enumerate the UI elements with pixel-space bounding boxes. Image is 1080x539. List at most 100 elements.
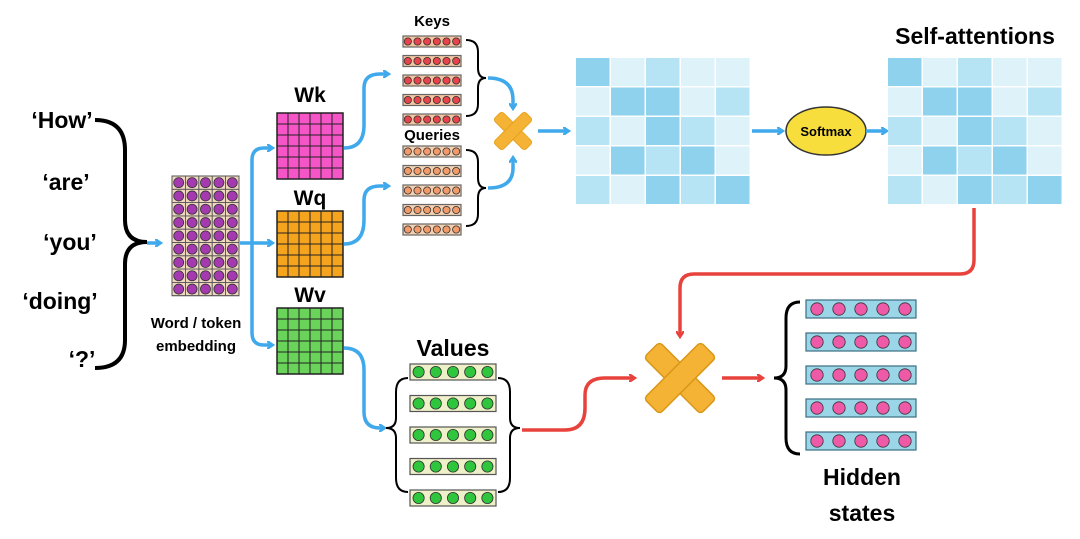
embedding-dot: [213, 217, 225, 228]
keys-dot: [452, 37, 461, 46]
arrow-wv-to-values: [343, 346, 384, 428]
embedding-dot: [213, 243, 225, 255]
queries-vector: [402, 145, 462, 158]
embedding-dot: [173, 283, 185, 295]
wv-label: Wv: [294, 284, 326, 307]
values-dot: [429, 428, 442, 441]
token-label: ‘doing’: [22, 288, 97, 314]
hidden-dot: [810, 335, 824, 349]
keys-dot: [432, 96, 441, 105]
hidden-dot: [810, 302, 824, 316]
queries-dot: [442, 205, 451, 214]
embedding-dot: [186, 283, 198, 295]
hidden-dot: [876, 434, 890, 448]
values-dot: [446, 397, 459, 410]
qk-to-multiply-arrows: [487, 76, 568, 190]
attention-cell: [958, 117, 992, 145]
embedding-dot: [200, 203, 211, 215]
keys-dot: [442, 76, 451, 85]
embedding-dot: [213, 270, 225, 282]
queries-dot: [403, 205, 412, 214]
embedding-dot: [173, 217, 185, 228]
hidden-dot: [854, 401, 868, 415]
attention-score-matrix: [576, 58, 750, 204]
score-cell: [716, 176, 750, 204]
matmul-qk-icon: [493, 111, 533, 151]
values-dot: [429, 460, 442, 473]
token-label: ‘How’: [31, 107, 92, 133]
score-cell: [646, 117, 680, 145]
keys-vector: [402, 93, 462, 107]
embedding-dot: [186, 190, 198, 202]
embedding-dot: [186, 243, 198, 255]
queries-dot: [423, 225, 432, 234]
hidden-dot: [876, 401, 890, 415]
queries-label: Queries: [404, 127, 460, 144]
embedding-dot: [213, 190, 225, 202]
values-dot: [412, 397, 425, 410]
values-vectors: [409, 363, 497, 507]
queries-dot: [403, 186, 412, 195]
attention-cell: [923, 146, 957, 175]
token-brace: [94, 118, 148, 370]
score-cell: [646, 87, 680, 116]
hidden-dot: [876, 368, 890, 382]
embedding-to-weights-arrows: [147, 148, 272, 345]
keys-dot: [432, 76, 441, 85]
score-cell: [716, 146, 750, 175]
keys-dot: [432, 37, 441, 46]
hidden-dot: [832, 401, 846, 415]
queries-dot: [413, 225, 422, 234]
arrow-keys-to-multiply: [487, 76, 513, 108]
keys-dot: [423, 37, 432, 46]
score-cell: [681, 146, 715, 175]
hidden-dot: [832, 335, 846, 349]
embedding-dot: [226, 177, 238, 189]
attention-cell: [1028, 87, 1062, 116]
values-dot: [464, 365, 477, 378]
hidden-dot: [854, 335, 868, 349]
embedding-dot: [226, 230, 238, 242]
embedding-dot: [226, 243, 238, 255]
keys-dot: [403, 76, 412, 85]
keys-dot: [423, 115, 432, 124]
embedding-dot: [186, 203, 198, 215]
keys-vector: [402, 113, 462, 126]
hidden-dot: [854, 368, 868, 382]
keys-dot: [403, 96, 412, 105]
hidden-dot: [898, 368, 912, 382]
attention-cell: [993, 117, 1027, 145]
values-dot: [446, 491, 459, 504]
weights-to-qkv-arrows: [343, 74, 388, 428]
values-dot: [412, 491, 425, 504]
keys-dot: [413, 115, 422, 124]
queries-dot: [423, 147, 432, 156]
keys-dot: [423, 76, 432, 85]
attention-cell: [923, 87, 957, 116]
keys-dot: [413, 37, 422, 46]
score-cell: [716, 87, 750, 116]
hidden-dot: [876, 302, 890, 316]
attention-cell: [923, 176, 957, 204]
values-dot: [412, 365, 425, 378]
keys-dot: [452, 115, 461, 124]
self-attention-matrix: [888, 58, 1062, 204]
hidden-state-vectors: [805, 299, 917, 451]
keys-dot: [442, 96, 451, 105]
values-dot: [481, 460, 494, 473]
queries-dot: [432, 205, 441, 214]
embedding-dot: [186, 217, 198, 228]
embedding-dot: [186, 270, 198, 282]
queries-dot: [403, 225, 412, 234]
values-dot: [464, 428, 477, 441]
attention-cell: [888, 146, 922, 175]
embedding-dot: [200, 190, 211, 202]
attention-cell: [958, 176, 992, 204]
attention-cell: [923, 117, 957, 145]
hidden-dot: [810, 368, 824, 382]
values-dot: [429, 397, 442, 410]
attention-cell: [1028, 58, 1062, 86]
values-label: Values: [417, 335, 490, 361]
